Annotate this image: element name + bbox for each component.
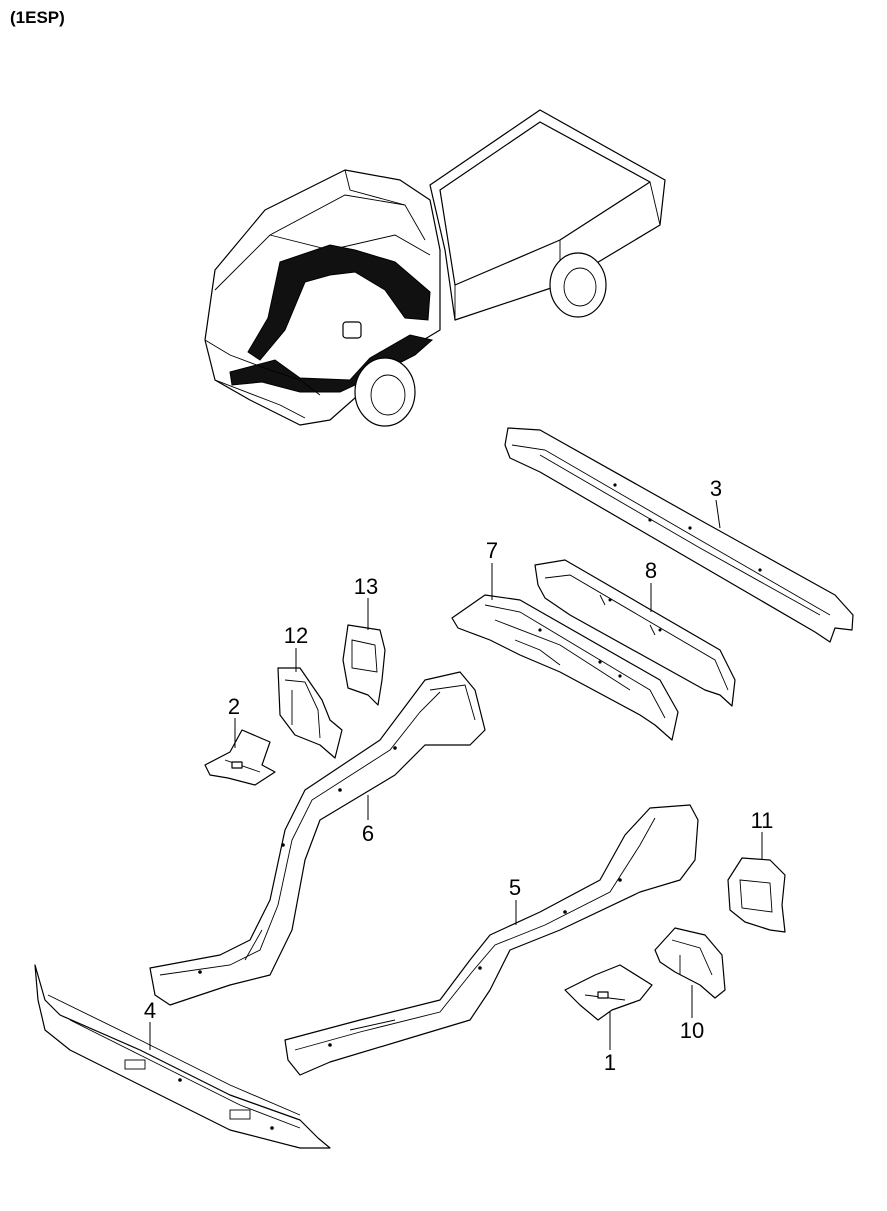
part-5-side-frame [284,804,699,1076]
part-4-front-cross-member [34,964,331,1149]
callout-labels: 3 7 8 13 12 2 6 11 5 4 10 1 [144,476,774,1075]
part-1-plate [564,964,653,1021]
callout-1: 1 [604,1050,616,1075]
callout-7: 7 [486,538,498,563]
part-8-cross-member [534,559,736,707]
callout-3: 3 [710,476,722,501]
part-12-bracket [277,667,343,759]
callout-12: 12 [284,623,308,648]
callout-10: 10 [680,1018,704,1043]
part-2-plate [204,729,276,786]
callout-6: 6 [362,821,374,846]
part-7-floor-cross-member [451,594,679,741]
part-13-bracket [342,624,386,706]
part-10-bracket [654,927,726,999]
part-6-side-frame [149,671,486,1006]
callout-8: 8 [645,558,657,583]
truck-illustration [204,109,666,427]
callout-2: 2 [228,694,240,719]
leader-lines [149,499,763,1050]
diagram-code-label: (1ESP) [10,8,65,27]
callout-13: 13 [354,574,378,599]
callout-5: 5 [509,875,521,900]
callout-4: 4 [144,998,156,1023]
callout-11: 11 [751,808,774,833]
part-11-bracket [727,857,786,933]
part-3-rear-cross-member [504,427,854,643]
